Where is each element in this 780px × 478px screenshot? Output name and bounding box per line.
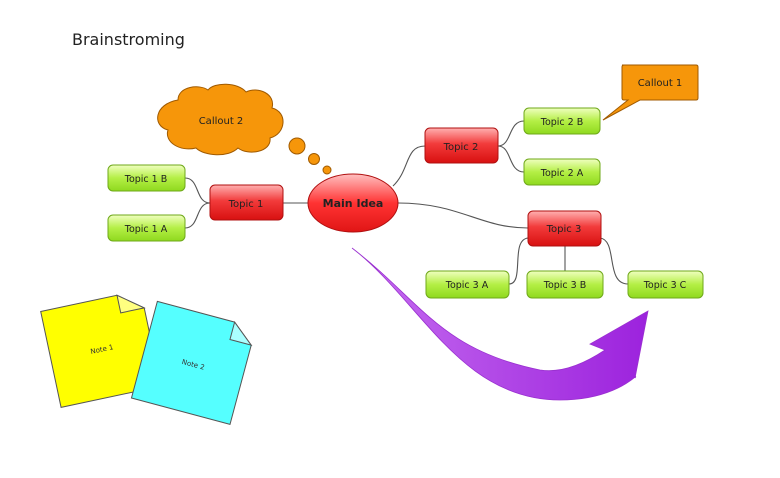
topic-2b-label: Topic 2 B bbox=[540, 117, 584, 128]
connector-topic2-2a bbox=[497, 145, 525, 173]
curved-arrow-shape bbox=[351, 247, 649, 401]
topic-2-label: Topic 2 bbox=[443, 142, 479, 153]
thought-bubble-medium bbox=[308, 153, 320, 165]
main-idea-node[interactable]: Main Idea bbox=[307, 173, 399, 233]
connectors bbox=[184, 120, 629, 285]
topic-2-node[interactable]: Topic 2 bbox=[424, 127, 499, 164]
topic-2a-label: Topic 2 A bbox=[540, 168, 584, 179]
topic-3-label: Topic 3 bbox=[546, 224, 582, 235]
callout-1[interactable]: Callout 1 bbox=[602, 64, 699, 121]
connector-topic3-3a bbox=[508, 237, 529, 285]
topic-3b-node[interactable]: Topic 3 B bbox=[526, 270, 604, 299]
callout-2-cloud[interactable]: Callout 2 bbox=[157, 83, 284, 156]
topic-2a-node[interactable]: Topic 2 A bbox=[523, 158, 601, 186]
connector-main-topic2 bbox=[392, 145, 426, 187]
topic-3-node[interactable]: Topic 3 bbox=[527, 210, 602, 247]
callout-1-label: Callout 1 bbox=[638, 78, 683, 89]
topic-1a-label: Topic 1 A bbox=[124, 224, 168, 235]
note-1[interactable]: Note 1 bbox=[40, 290, 162, 408]
main-idea-label: Main Idea bbox=[323, 197, 384, 210]
topic-3a-label: Topic 3 A bbox=[445, 280, 489, 291]
connector-topic2-2b bbox=[497, 120, 525, 147]
connector-topic3-3c bbox=[599, 237, 629, 285]
topic-3c-node[interactable]: Topic 3 C bbox=[627, 270, 704, 299]
connector-topic1-1b bbox=[184, 177, 211, 204]
topic-3a-node[interactable]: Topic 3 A bbox=[425, 270, 510, 299]
topic-1-node[interactable]: Topic 1 bbox=[209, 184, 284, 221]
thought-bubble-small bbox=[322, 165, 332, 175]
connector-topic1-1a bbox=[184, 202, 211, 229]
topic-1a-node[interactable]: Topic 1 A bbox=[107, 214, 186, 242]
topic-1b-node[interactable]: Topic 1 B bbox=[107, 164, 186, 192]
callout-2-label: Callout 2 bbox=[199, 116, 244, 127]
note-2[interactable]: Note 2 bbox=[130, 300, 255, 425]
topic-1-label: Topic 1 bbox=[228, 199, 264, 210]
connector-main-topic3 bbox=[397, 202, 529, 229]
topic-3c-label: Topic 3 C bbox=[643, 280, 687, 291]
page-title: Brainstroming bbox=[72, 30, 185, 49]
thought-bubble-large bbox=[288, 137, 306, 155]
topic-1b-label: Topic 1 B bbox=[124, 174, 168, 185]
topic-2b-node[interactable]: Topic 2 B bbox=[523, 107, 601, 135]
topic-3b-label: Topic 3 B bbox=[543, 280, 587, 291]
